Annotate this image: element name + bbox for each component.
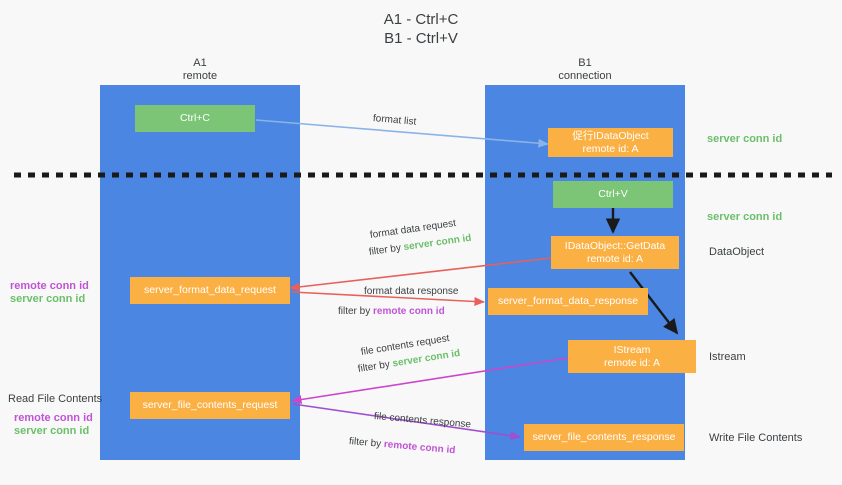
left-label-read-file-contents: Read File Contents bbox=[8, 393, 103, 405]
filter-prefix: filter by bbox=[368, 242, 405, 258]
edge-label-file-contents-response-filter: filter by remote conn id bbox=[348, 434, 456, 458]
left-label-server-conn-id-2: server conn id bbox=[14, 425, 90, 437]
left-label-server-conn-id-1: server conn id bbox=[10, 293, 86, 305]
box-server-format-data-response[interactable]: server_format_data_response bbox=[488, 288, 648, 315]
page-title: A1 - Ctrl+C B1 - Ctrl+V bbox=[383, 11, 459, 47]
filter-prefix: filter by bbox=[338, 306, 374, 317]
lane-header-b1: B1 connection bbox=[558, 57, 612, 82]
edge-label-file-contents-response: file contents response bbox=[373, 411, 472, 431]
right-label-write-file-contents: Write File Contents bbox=[709, 432, 803, 444]
left-label-remote-conn-id-1: remote conn id bbox=[10, 280, 89, 292]
box-istream[interactable]: IStream remote id: A bbox=[568, 340, 696, 373]
box-ctrl-v[interactable]: Ctrl+V bbox=[553, 181, 673, 208]
edge-label-format-data-response: format data response bbox=[364, 286, 459, 297]
right-label-dataobject: DataObject bbox=[709, 246, 765, 258]
edge-label-format-list: format list bbox=[372, 113, 417, 128]
box-server-file-contents-request[interactable]: server_file_contents_request bbox=[130, 392, 290, 419]
filter-prefix: filter by bbox=[348, 436, 385, 451]
right-label-server-conn-id-2: server conn id bbox=[707, 211, 783, 223]
filter-prefix: filter by bbox=[357, 358, 394, 375]
box-ctrl-c[interactable]: Ctrl+C bbox=[135, 105, 255, 132]
right-label-istream: Istream bbox=[709, 351, 746, 363]
filter-value-remote-conn-id: remote conn id bbox=[383, 439, 456, 457]
box-idataobject-getdata[interactable]: IDataObject::GetData remote id: A bbox=[551, 236, 679, 269]
edge-label-format-data-response-filter: filter by remote conn id bbox=[338, 304, 445, 319]
right-label-server-conn-id-1: server conn id bbox=[707, 133, 783, 145]
left-label-remote-conn-id-2: remote conn id bbox=[14, 412, 93, 424]
filter-value-remote-conn-id: remote conn id bbox=[373, 306, 445, 317]
box-server-format-data-request[interactable]: server_format_data_request bbox=[130, 277, 290, 304]
lane-header-a1: A1 remote bbox=[182, 57, 218, 82]
box-idataobject[interactable]: 促行IDataObject remote id: A bbox=[548, 128, 673, 157]
box-server-file-contents-response[interactable]: server_file_contents_response bbox=[524, 424, 684, 451]
